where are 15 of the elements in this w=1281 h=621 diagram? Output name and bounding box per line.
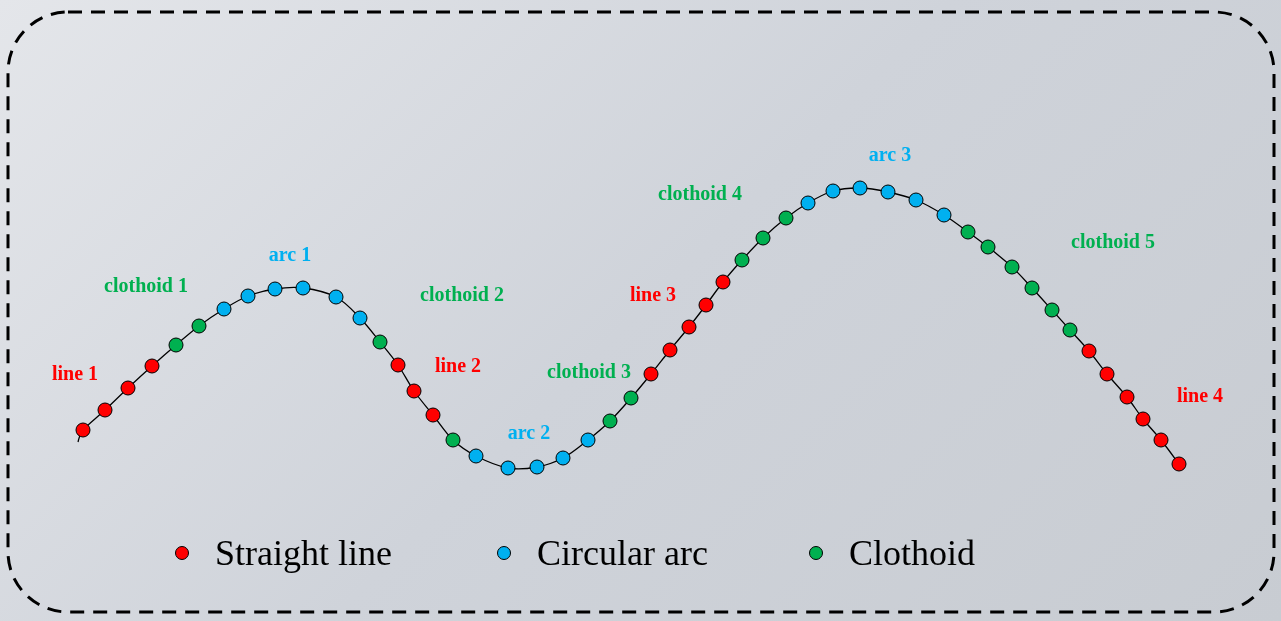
segment-label: clothoid 5 bbox=[1071, 229, 1155, 253]
segment-label: clothoid 2 bbox=[420, 282, 504, 306]
legend-label: Straight line bbox=[215, 532, 392, 574]
segment-label: line 2 bbox=[434, 353, 482, 377]
legend-label: Circular arc bbox=[537, 532, 708, 574]
segment-label: line 1 bbox=[51, 361, 99, 385]
segment-label: line 3 bbox=[629, 282, 677, 306]
segment-label: clothoid 1 bbox=[104, 273, 188, 297]
segment-label: arc 1 bbox=[268, 242, 312, 266]
segment-label: arc 2 bbox=[507, 420, 551, 444]
segment-label: arc 3 bbox=[868, 142, 912, 166]
segment-label: line 4 bbox=[1176, 383, 1224, 407]
legend-label: Clothoid bbox=[849, 532, 976, 574]
segment-label: clothoid 3 bbox=[547, 359, 631, 383]
segment-label: clothoid 4 bbox=[658, 181, 742, 205]
